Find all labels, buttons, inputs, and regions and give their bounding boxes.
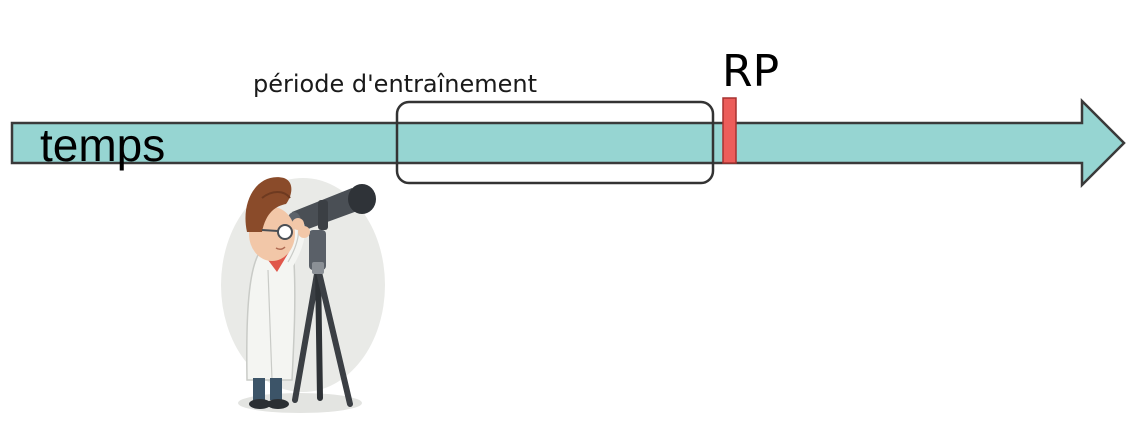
time-axis-label: temps xyxy=(40,119,166,171)
rp-label: RP xyxy=(722,46,780,97)
training-period-label: période d'entraînement xyxy=(253,70,538,98)
training-period-window xyxy=(395,100,715,185)
rp-marker xyxy=(722,97,737,164)
time-arrow xyxy=(10,97,1126,189)
scientist-with-telescope-illustration xyxy=(221,177,385,413)
